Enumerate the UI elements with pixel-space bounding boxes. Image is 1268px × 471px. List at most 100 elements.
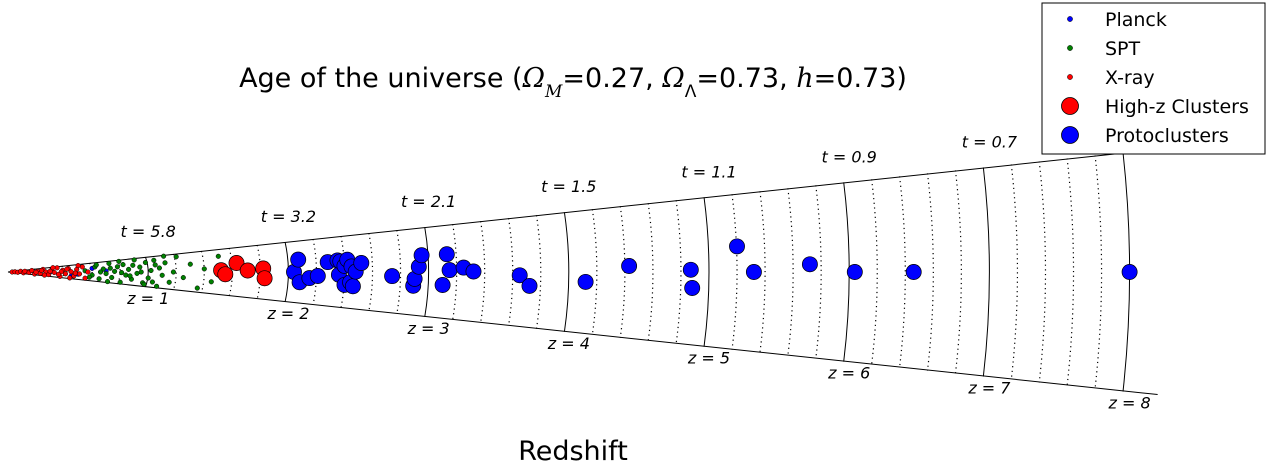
data-point — [72, 270, 78, 276]
data-point — [117, 279, 123, 285]
data-point — [239, 262, 256, 279]
legend-label: High-z Clusters — [1105, 96, 1249, 118]
redshift-label: z = 1 — [126, 289, 169, 308]
data-point — [511, 267, 528, 284]
x-axis-label: Redshift — [518, 436, 628, 467]
data-point — [438, 246, 455, 263]
data-point — [194, 285, 200, 291]
data-point — [684, 280, 701, 296]
data-point — [161, 253, 167, 259]
redshift-arc-minor — [591, 209, 598, 335]
legend-label: X-ray — [1105, 67, 1155, 89]
data-point — [228, 255, 245, 271]
data-point — [93, 262, 99, 268]
data-point — [413, 247, 430, 264]
data-point — [290, 251, 307, 268]
redshift-label: z = 8 — [1108, 394, 1151, 413]
data-point — [353, 255, 370, 271]
redshift-arc-minor — [898, 176, 906, 368]
data-point — [256, 270, 273, 287]
data-point — [465, 263, 482, 280]
data-point — [151, 257, 157, 263]
data-point — [64, 266, 70, 272]
redshift-arc-minor — [507, 218, 514, 326]
redshift-arc-major — [563, 212, 570, 332]
age-label: t = 2.1 — [401, 192, 456, 211]
redshift-arc-minor — [1094, 155, 1103, 389]
data-point — [107, 265, 113, 271]
redshift-label: z = 4 — [547, 334, 590, 353]
data-point — [97, 269, 104, 275]
data-point — [138, 269, 144, 275]
chart-title: Age of the universe (ΩM=0.27, ΩΛ=0.73, h… — [239, 63, 907, 102]
legend-label: Protoclusters — [1105, 125, 1229, 147]
redshift-label: z = 3 — [407, 319, 450, 338]
data-point — [85, 269, 91, 275]
data-point — [309, 268, 326, 284]
data-point — [152, 262, 158, 268]
data-point — [114, 264, 120, 270]
redshift-labels: z = 1z = 2z = 3z = 4z = 5z = 6z = 7z = 8 — [126, 289, 1151, 413]
legend-frame — [1041, 2, 1266, 155]
data-point — [166, 279, 172, 285]
data-point — [104, 279, 111, 285]
redshift-label: z = 2 — [266, 304, 309, 323]
data-point — [145, 275, 151, 281]
age-label: t = 5.8 — [121, 222, 176, 241]
legend-marker — [1067, 45, 1073, 51]
data-point — [208, 279, 214, 285]
data-point — [112, 268, 118, 274]
data-point — [106, 260, 112, 266]
data-point — [521, 277, 538, 294]
redshift-arc-minor — [1010, 164, 1019, 380]
data-point — [116, 258, 122, 264]
redshift-label: z = 6 — [827, 364, 870, 383]
data-point — [47, 268, 53, 274]
age-labels: t = 5.8t = 3.2t = 2.1t = 1.5t = 1.1t = 0… — [121, 132, 1018, 241]
data-point — [217, 266, 234, 283]
data-point — [75, 263, 81, 269]
cone-edge-upper — [7, 148, 1158, 273]
redshift-arc-major — [424, 227, 430, 317]
data-point — [134, 270, 140, 276]
redshift-arc-minor — [787, 188, 794, 356]
redshift-arc-minor — [33, 268, 37, 276]
redshift-arc-minor — [368, 233, 374, 311]
data-point — [148, 267, 154, 274]
data-point — [745, 264, 762, 280]
data-point — [33, 269, 39, 275]
data-point — [384, 268, 401, 285]
redshift-arc-minor — [926, 173, 934, 371]
data-point — [162, 260, 168, 266]
data-point — [729, 238, 745, 255]
legend-label: Planck — [1105, 9, 1167, 31]
data-point — [1121, 264, 1138, 280]
data-point — [41, 272, 48, 278]
data-point — [130, 262, 136, 268]
redshift-arc-minor — [647, 203, 654, 341]
data-point — [82, 275, 88, 281]
redshift-arc-minor — [1038, 161, 1047, 383]
data-point — [55, 271, 62, 277]
data-point — [119, 270, 125, 276]
data-point — [159, 272, 165, 278]
data-point — [79, 264, 85, 270]
data-point — [126, 266, 132, 272]
data-point — [441, 262, 458, 279]
redshift-arc-minor — [396, 230, 402, 314]
data-point — [170, 269, 176, 275]
data-point — [154, 283, 160, 289]
data-point — [62, 271, 69, 277]
redshift-arc-minor — [200, 250, 205, 294]
data-point — [68, 269, 74, 275]
redshift-arc-minor — [172, 253, 177, 291]
data-point — [801, 256, 818, 273]
redshift-arc-minor — [535, 215, 542, 329]
data-point — [141, 281, 147, 287]
age-label: t = 1.5 — [541, 177, 596, 196]
data-point — [577, 273, 594, 290]
data-point — [29, 267, 35, 274]
data-point — [51, 269, 57, 276]
